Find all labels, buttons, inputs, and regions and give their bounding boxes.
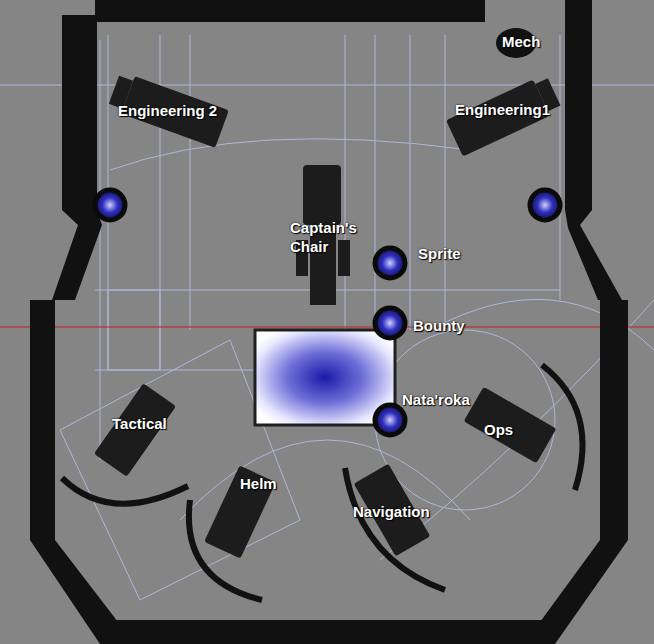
station-label: Mech xyxy=(502,32,540,51)
station-label: Helm xyxy=(240,474,277,493)
seat-label: Sprite xyxy=(418,244,461,263)
station-label: Captain's Chair xyxy=(290,218,370,256)
station-label: Tactical xyxy=(112,414,167,433)
station-label: Navigation xyxy=(353,502,430,521)
seat-label: Nata'roka xyxy=(402,390,470,409)
station-label: Engineering 2 xyxy=(118,101,217,120)
station-label: Engineering1 xyxy=(455,100,550,119)
station-label: Ops xyxy=(484,420,513,439)
seat-label: Bounty xyxy=(413,316,465,335)
